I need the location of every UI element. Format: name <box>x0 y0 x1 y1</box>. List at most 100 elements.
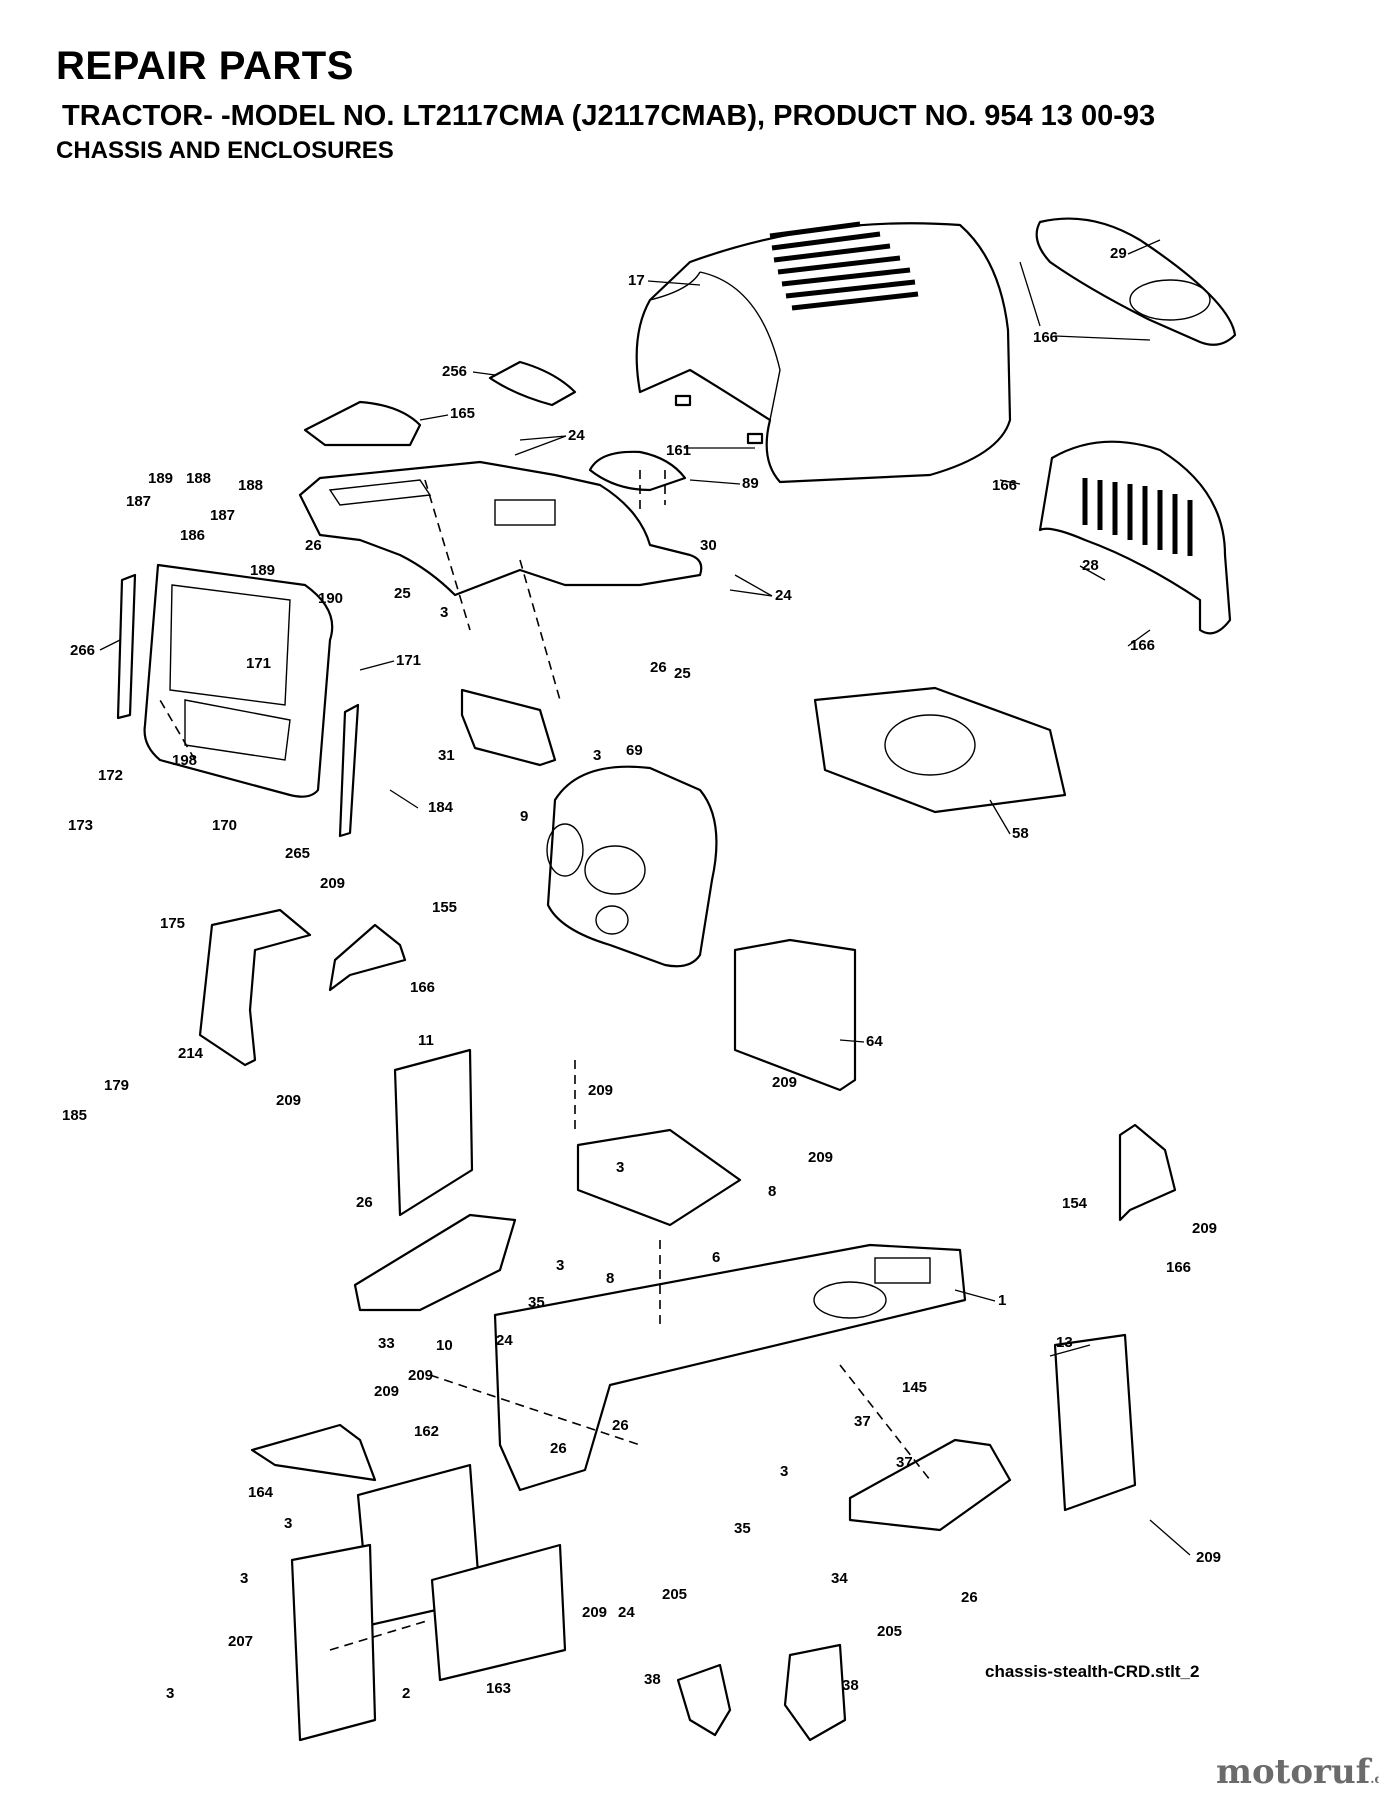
callout-label: 3 <box>556 1257 564 1274</box>
part-11[interactable] <box>393 1048 474 1217</box>
part-34[interactable] <box>848 1438 1012 1532</box>
callout-label: 3 <box>440 604 448 621</box>
callout-label: 26 <box>650 659 667 676</box>
callout-label: 37 <box>896 1454 913 1471</box>
callout-label: 24 <box>775 587 792 604</box>
callout-label: 13 <box>1056 1334 1073 1351</box>
part-165[interactable] <box>303 400 422 447</box>
callout-label: 26 <box>612 1417 629 1434</box>
callout-label: 3 <box>593 747 601 764</box>
part-grille[interactable] <box>1038 440 1232 635</box>
part-64[interactable] <box>733 938 857 1092</box>
callout-label: 89 <box>742 475 759 492</box>
callout-label: 163 <box>486 1680 511 1697</box>
leader-lines <box>99 239 1191 1556</box>
callout-label: 38 <box>644 1671 661 1688</box>
watermark-text: motoruf <box>1216 1752 1371 1792</box>
part-163[interactable] <box>430 1543 567 1682</box>
part-console-9[interactable] <box>546 765 718 968</box>
callout-label: 155 <box>432 899 457 916</box>
callout-label: 166 <box>992 477 1017 494</box>
callout-label: 209 <box>588 1082 613 1099</box>
part-6[interactable] <box>576 1128 742 1227</box>
callout-label: 17 <box>628 272 645 289</box>
model-line: TRACTOR- -MODEL NO. LT2117CMA (J2117CMAB… <box>62 100 1156 132</box>
callout-label: 190 <box>318 590 343 607</box>
callout-label: 198 <box>172 752 197 769</box>
assembly-lines <box>159 470 931 1651</box>
callout-label: 9 <box>520 808 528 825</box>
part-89[interactable] <box>588 450 687 492</box>
callout-label: 166 <box>1130 637 1155 654</box>
callout-label: 162 <box>414 1423 439 1440</box>
callout-label: 3 <box>240 1570 248 1587</box>
callout-label: 207 <box>228 1633 253 1650</box>
part-154[interactable] <box>1118 1123 1177 1222</box>
callout-label: 2 <box>402 1685 410 1702</box>
callout-label: 30 <box>700 537 717 554</box>
callout-label: 189 <box>250 562 275 579</box>
part-frame-1[interactable] <box>493 1243 967 1492</box>
callout-label: 26 <box>961 1589 978 1606</box>
diagram-caption: chassis-stealth-CRD.stlt_2 <box>985 1662 1200 1681</box>
part-31[interactable] <box>460 688 557 767</box>
part-38-right[interactable] <box>783 1643 847 1742</box>
callout-label: 35 <box>528 1294 545 1311</box>
callout-label: 209 <box>772 1074 797 1091</box>
part-58[interactable] <box>813 686 1067 814</box>
callout-label: 8 <box>768 1183 776 1200</box>
callout-label: 166 <box>410 979 435 996</box>
callout-label: 209 <box>276 1092 301 1109</box>
callout-label: 189 <box>148 470 173 487</box>
part-13[interactable] <box>1053 1333 1137 1512</box>
callout-label: 209 <box>808 1149 833 1166</box>
watermark-suffix: .de <box>1370 1772 1379 1786</box>
callout-label: 166 <box>1166 1259 1191 1276</box>
part-164[interactable] <box>250 1423 377 1482</box>
callout-label: 214 <box>178 1045 204 1062</box>
callout-label: 29 <box>1110 245 1127 262</box>
callout-label: 3 <box>284 1515 292 1532</box>
callout-label: 3 <box>780 1463 788 1480</box>
part-headlight-bezel[interactable] <box>1035 217 1237 346</box>
part-175[interactable] <box>198 908 312 1067</box>
callout-label: 209 <box>374 1383 399 1400</box>
part-dash-panel-170[interactable] <box>143 563 334 798</box>
part-155[interactable] <box>328 923 407 992</box>
callout-label: 171 <box>396 652 421 669</box>
callout-label: 10 <box>436 1337 453 1354</box>
part-2[interactable] <box>290 1543 377 1742</box>
part-256[interactable] <box>488 360 577 407</box>
callout-label: 165 <box>450 405 475 422</box>
callout-label: 186 <box>180 527 205 544</box>
callout-label: 171 <box>246 655 271 672</box>
callout-label: 175 <box>160 915 185 932</box>
callout-label: 154 <box>1062 1195 1088 1212</box>
page-title: REPAIR PARTS <box>56 44 354 88</box>
callout-label: 188 <box>238 477 263 494</box>
part-33[interactable] <box>353 1213 517 1312</box>
callout-label: 1 <box>998 1292 1006 1309</box>
part-hood[interactable] <box>635 221 1012 484</box>
callout-label: 172 <box>98 767 123 784</box>
callout-label: 164 <box>248 1484 274 1501</box>
callout-label: 256 <box>442 363 467 380</box>
callout-label: 31 <box>438 747 455 764</box>
callout-label: 187 <box>126 493 151 510</box>
callout-label: 185 <box>62 1107 87 1124</box>
part-265[interactable] <box>338 703 360 838</box>
section-title: CHASSIS AND ENCLOSURES <box>56 137 394 164</box>
callout-label: 187 <box>210 507 235 524</box>
part-266[interactable] <box>116 573 137 720</box>
callout-labels: 17 29 166 256 165 24 161 89 189 188 187 … <box>62 245 1221 1702</box>
callout-label: 266 <box>70 642 95 659</box>
callout-label: 35 <box>734 1520 751 1537</box>
callout-label: 11 <box>418 1032 434 1049</box>
callout-label: 209 <box>320 875 345 892</box>
callout-label: 179 <box>104 1077 129 1094</box>
callout-label: 6 <box>712 1249 720 1266</box>
callout-label: 265 <box>285 845 310 862</box>
part-38-left[interactable] <box>676 1663 732 1737</box>
callout-label: 26 <box>305 537 322 554</box>
